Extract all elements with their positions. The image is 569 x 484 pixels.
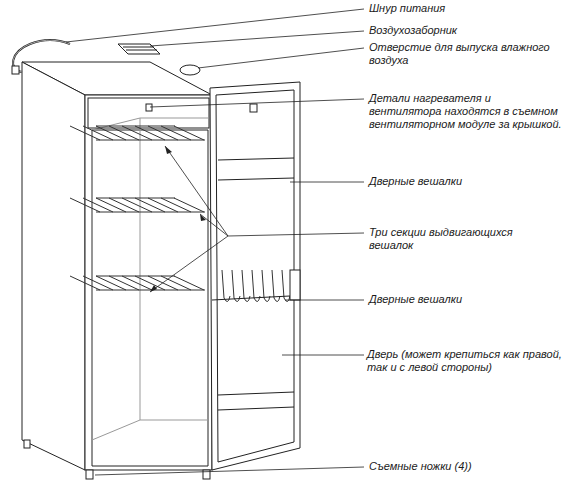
part-label: Детали нагревателя и вентилятора находят… xyxy=(368,92,565,131)
part-label: Воздухозаборник xyxy=(368,24,458,37)
part-label: Шнур питания xyxy=(368,2,446,15)
part-label: Отверстие для выпуска влажного воздуха xyxy=(368,41,555,67)
part-label: Дверные вешалки xyxy=(368,293,463,306)
part-label: Дверь (может крепиться как правой, так и… xyxy=(366,348,566,374)
part-label: Три секции выдвигающихся вешалок xyxy=(368,226,520,252)
part-label: Дверные вешалки xyxy=(368,175,463,188)
part-label: Съемные ножки (4)) xyxy=(368,460,473,473)
